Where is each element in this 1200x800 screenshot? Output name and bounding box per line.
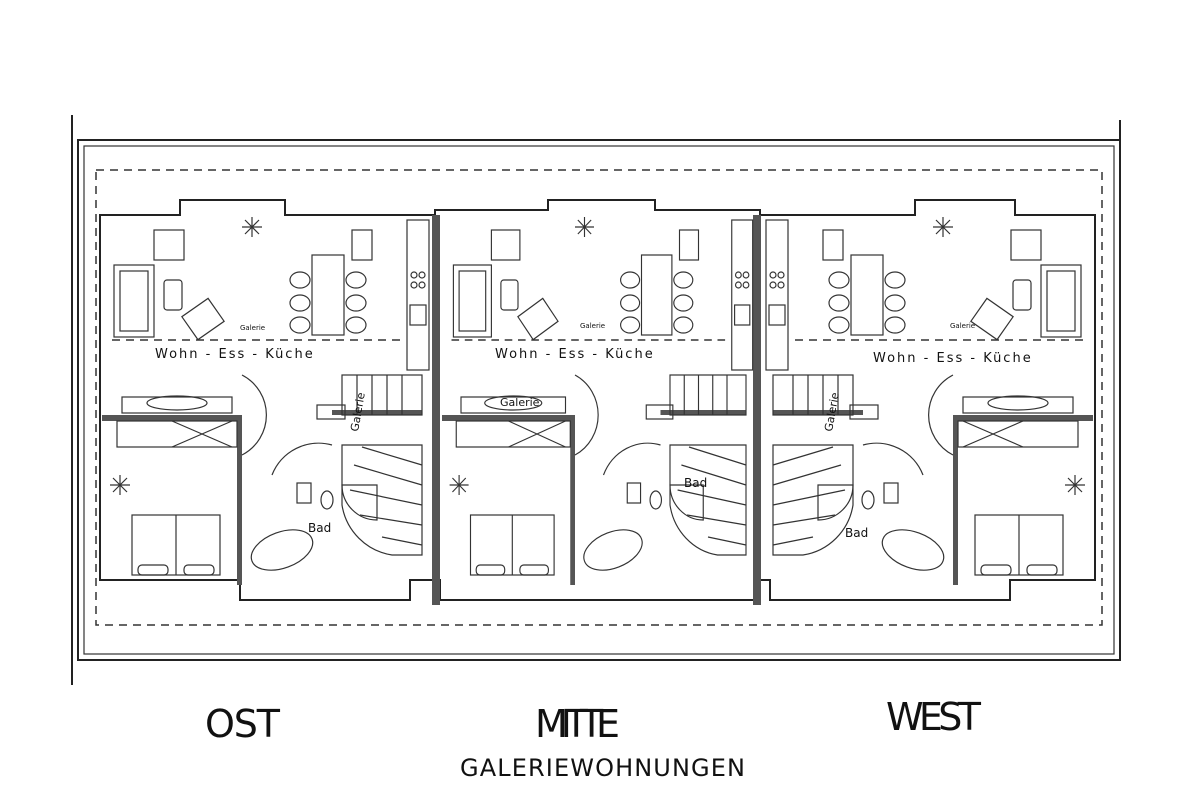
room-label-ost-bath: Bad [308,521,331,535]
room-label-mitte-bath: Bad [684,476,707,490]
unit-name-ost: OST [205,702,281,746]
party-wall-ost-mitte [432,215,440,605]
unit-west-layout [765,216,1094,586]
gallery-note-west: Galerie [950,322,975,330]
gallery-note-ost: Galerie [240,324,265,332]
room-label-mitte-living: Wohn - Ess - Küche [495,347,655,362]
gallery-arrow-mitte: Galerie [500,396,540,409]
unit-name-mitte: MITTE [535,702,620,746]
building-outline [99,199,1096,601]
party-wall-mitte-west [753,215,761,605]
room-label-west-bath: Bad [845,526,868,540]
gallery-note-mitte: Galerie [580,322,605,330]
unit-name-west: WEST [886,695,982,739]
room-label-ost-living: Wohn - Ess - Küche [155,347,315,362]
unit-mitte-layout [441,216,754,586]
outer-wall [77,139,1121,661]
roof-edge-dashed [95,169,1103,626]
unit-ost-layout [101,216,430,586]
room-label-west-living: Wohn - Ess - Küche [873,351,1033,366]
plan-title: GALERIEWOHNUNGEN [460,754,745,782]
